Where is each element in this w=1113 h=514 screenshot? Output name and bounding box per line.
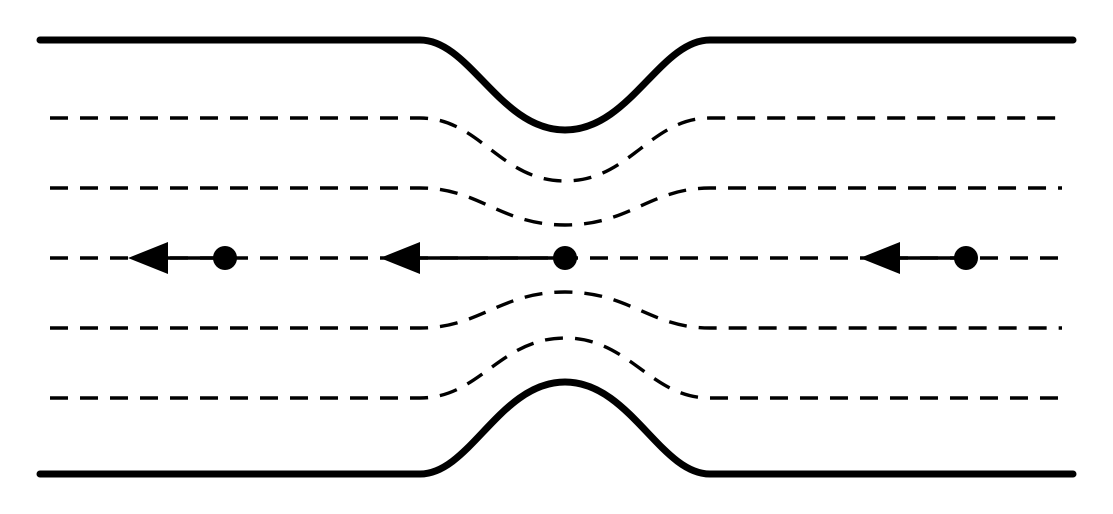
streamline-4 — [50, 290, 1062, 330]
particle-dot-downstream — [213, 246, 237, 270]
bottom-wall — [36, 378, 1077, 478]
particle-dot-upstream — [954, 246, 978, 270]
particle-throat — [380, 242, 577, 274]
particle-upstream — [860, 242, 978, 274]
streamline-2 — [50, 186, 1062, 227]
arrowhead-left-icon — [380, 242, 420, 274]
particle-dot-throat — [553, 246, 577, 270]
streamline-5 — [50, 336, 1062, 400]
top-wall — [36, 36, 1077, 134]
particle-downstream — [128, 242, 237, 274]
arrowhead-left-icon — [860, 242, 900, 274]
arrowhead-left-icon — [128, 242, 168, 274]
